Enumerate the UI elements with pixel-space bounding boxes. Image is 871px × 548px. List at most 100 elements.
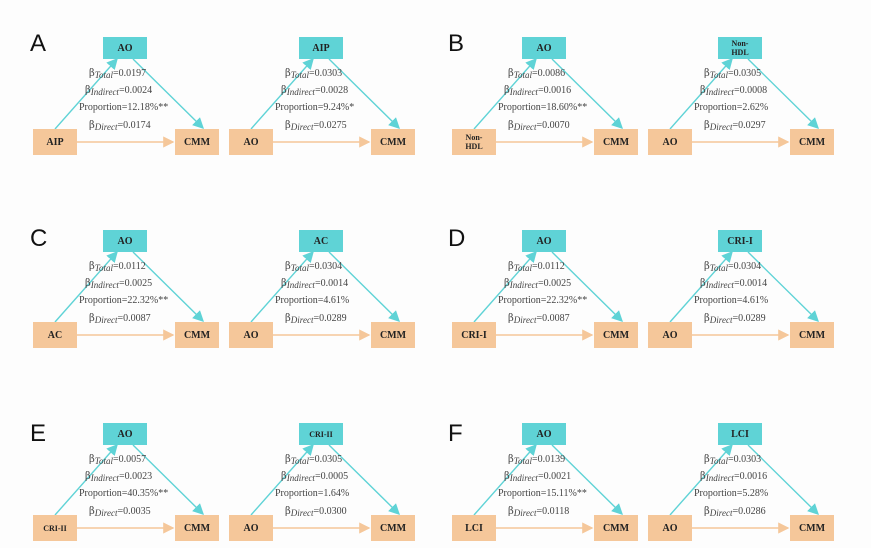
path-arrows xyxy=(473,443,623,534)
proportion-mediated: Proportion=1.64% xyxy=(275,488,350,499)
proportion-mediated: Proportion=15.11%** xyxy=(498,488,587,499)
beta-total: βTotal=0.0303 xyxy=(704,454,762,466)
mediator-box: AIP xyxy=(299,37,343,59)
beta-direct: βDirect=0.0275 xyxy=(285,120,347,132)
path-b-arrow xyxy=(551,444,623,515)
beta-direct: βDirect=0.0297 xyxy=(704,120,766,132)
beta-direct: βDirect=0.0289 xyxy=(285,313,347,325)
path-a-arrow xyxy=(54,250,118,323)
path-b-arrow xyxy=(328,251,400,322)
path-arrows xyxy=(250,57,400,148)
path-a-arrow xyxy=(54,443,118,516)
outcome-box: CMM xyxy=(790,322,834,348)
proportion-mediated: Proportion=9.24%* xyxy=(275,102,355,113)
path-a-arrow xyxy=(473,443,537,516)
path-b-arrow xyxy=(328,444,400,515)
proportion-mediated: Proportion=22.32%** xyxy=(79,295,169,306)
mediator-box: Non- HDL xyxy=(718,37,762,59)
mediator-box: AO xyxy=(103,423,147,445)
exposure-box: CRI-II xyxy=(33,515,77,541)
outcome-box: CMM xyxy=(175,322,219,348)
path-a-arrow xyxy=(250,443,314,516)
outcome-box: CMM xyxy=(594,129,638,155)
path-a-arrow xyxy=(669,443,733,516)
path-arrows xyxy=(250,250,400,341)
beta-total: βTotal=0.0086 xyxy=(508,68,566,80)
beta-total: βTotal=0.0303 xyxy=(285,68,343,80)
exposure-box: AC xyxy=(33,322,77,348)
beta-total: βTotal=0.0304 xyxy=(285,261,343,273)
exposure-box: AO xyxy=(648,129,692,155)
outcome-box: CMM xyxy=(371,515,415,541)
outcome-box: CMM xyxy=(790,515,834,541)
beta-indirect: βIndirect=0.0024 xyxy=(85,85,153,97)
beta-indirect: βIndirect=0.0005 xyxy=(281,471,349,483)
outcome-box: CMM xyxy=(175,515,219,541)
outcome-box: CMM xyxy=(175,129,219,155)
path-b-arrow xyxy=(551,58,623,129)
beta-total: βTotal=0.0305 xyxy=(704,68,762,80)
mediator-box: CRI-I xyxy=(718,230,762,252)
path-arrows xyxy=(54,250,204,341)
mediator-box: AC xyxy=(299,230,343,252)
mediator-box: LCI xyxy=(718,423,762,445)
beta-indirect: βIndirect=0.0021 xyxy=(504,471,572,483)
path-arrows xyxy=(473,250,623,341)
path-a-arrow xyxy=(54,57,118,130)
outcome-box: CMM xyxy=(594,515,638,541)
proportion-mediated: Proportion=40.35%** xyxy=(79,488,169,499)
proportion-mediated: Proportion=22.32%** xyxy=(498,295,588,306)
path-arrows xyxy=(669,57,819,148)
exposure-box: AO xyxy=(229,515,273,541)
exposure-box: Non- HDL xyxy=(452,129,496,155)
beta-direct: βDirect=0.0289 xyxy=(704,313,766,325)
beta-direct: βDirect=0.0087 xyxy=(89,313,151,325)
beta-direct: βDirect=0.0087 xyxy=(508,313,570,325)
exposure-box: AO xyxy=(229,322,273,348)
proportion-mediated: Proportion=5.28% xyxy=(694,488,769,499)
beta-indirect: βIndirect=0.0014 xyxy=(281,278,349,290)
beta-indirect: βIndirect=0.0016 xyxy=(700,471,768,483)
exposure-box: AIP xyxy=(33,129,77,155)
mediator-box: AO xyxy=(103,37,147,59)
beta-total: βTotal=0.0197 xyxy=(89,68,147,80)
beta-indirect: βIndirect=0.0008 xyxy=(700,85,768,97)
path-arrows xyxy=(669,250,819,341)
exposure-box: LCI xyxy=(452,515,496,541)
path-b-arrow xyxy=(551,251,623,322)
proportion-mediated: Proportion=18.60%** xyxy=(498,102,588,113)
beta-indirect: βIndirect=0.0028 xyxy=(281,85,349,97)
beta-total: βTotal=0.0304 xyxy=(704,261,762,273)
beta-direct: βDirect=0.0118 xyxy=(508,506,570,518)
proportion-mediated: Proportion=12.18%** xyxy=(79,102,169,113)
path-arrows xyxy=(669,443,819,534)
beta-indirect: βIndirect=0.0016 xyxy=(504,85,572,97)
mediator-box: AO xyxy=(522,423,566,445)
exposure-box: AO xyxy=(648,322,692,348)
beta-indirect: βIndirect=0.0025 xyxy=(85,278,153,290)
path-b-arrow xyxy=(132,58,204,129)
beta-indirect: βIndirect=0.0023 xyxy=(85,471,153,483)
path-arrows xyxy=(250,443,400,534)
path-a-arrow xyxy=(669,57,733,130)
beta-direct: βDirect=0.0070 xyxy=(508,120,570,132)
proportion-mediated: Proportion=2.62% xyxy=(694,102,769,113)
path-b-arrow xyxy=(747,58,819,129)
panel-label-a: A xyxy=(30,30,47,57)
path-a-arrow xyxy=(250,250,314,323)
panel-label-c: C xyxy=(30,225,48,252)
path-b-arrow xyxy=(132,444,204,515)
beta-direct: βDirect=0.0300 xyxy=(285,506,347,518)
beta-total: βTotal=0.0305 xyxy=(285,454,343,466)
proportion-mediated: Proportion=4.61% xyxy=(275,295,350,306)
path-arrows xyxy=(54,57,204,148)
panel-label-d: D xyxy=(448,225,466,252)
